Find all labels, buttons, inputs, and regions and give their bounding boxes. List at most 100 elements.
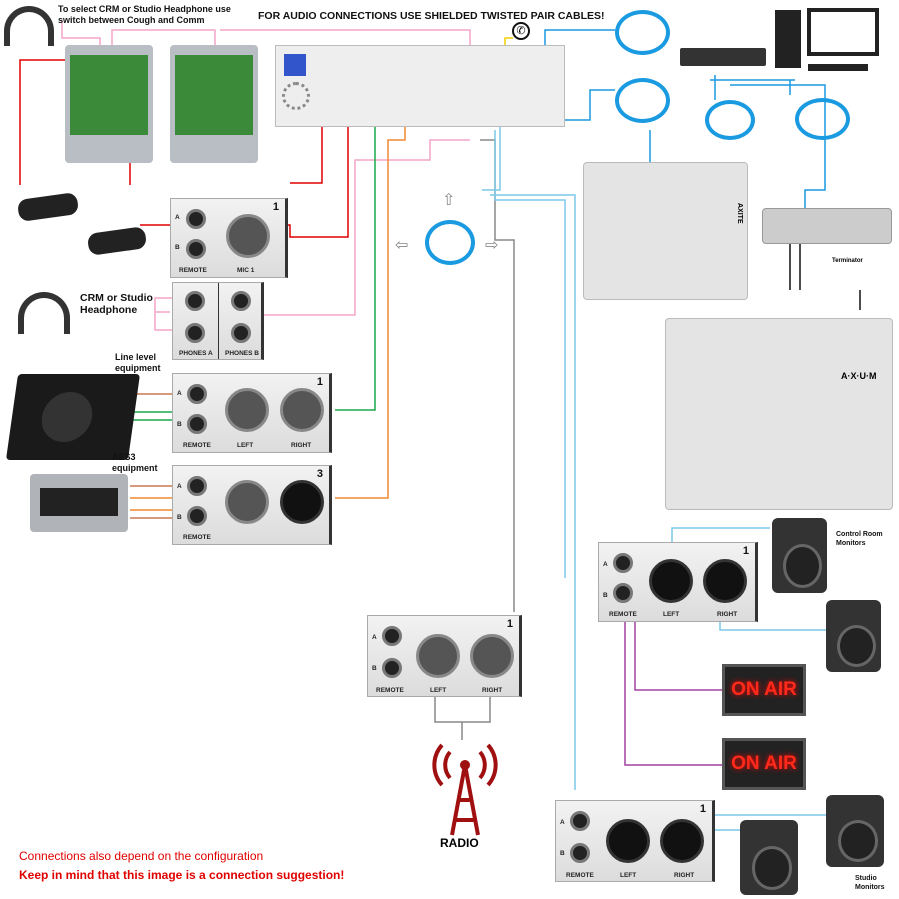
on-air-sign: ON AIR <box>722 738 806 790</box>
xlr-left <box>416 634 460 678</box>
radio-output-panel: 1 A B REMOTE LEFT RIGHT <box>367 615 522 697</box>
jack-a <box>570 811 590 831</box>
axum-link-cable <box>789 240 861 310</box>
xlr-right <box>703 559 747 603</box>
right-label: RIGHT <box>674 872 695 879</box>
headphone-icon <box>18 292 70 334</box>
port-a-label: A <box>560 819 565 826</box>
phones-b-label: PHONES B <box>225 350 259 357</box>
control-room-monitors-label: Control Room Monitors <box>836 531 883 547</box>
speaker-icon <box>826 795 884 867</box>
port-b-label: B <box>177 514 182 521</box>
pc-tower-icon <box>775 10 801 68</box>
axum-surface: A·X·U·M <box>665 318 893 510</box>
aes3-device <box>30 474 128 532</box>
radio-tower-icon <box>432 743 498 836</box>
axite-label: AXITE <box>736 203 743 224</box>
jack-a <box>186 209 206 229</box>
line-input-panel: 1 A B REMOTE LEFT RIGHT <box>172 373 332 453</box>
cd-player <box>5 374 141 460</box>
panel-number: 1 <box>506 618 513 630</box>
remote-label: REMOTE <box>183 534 211 541</box>
on-air-sign: ON AIR <box>722 664 806 716</box>
cable-warning: FOR AUDIO CONNECTIONS USE SHIELDED TWIST… <box>258 10 605 22</box>
jack-a <box>613 553 633 573</box>
panel-number: 1 <box>316 376 323 388</box>
headphone-icon <box>4 6 54 46</box>
jack-b <box>613 583 633 603</box>
axum-label: A·X·U·M <box>841 371 877 381</box>
phones-panel: PHONES A PHONES B <box>172 282 264 360</box>
port-b-label: B <box>560 850 565 857</box>
port-b-label: B <box>603 592 608 599</box>
power-module-icon <box>284 54 306 76</box>
studio-monitors-label: Studio Monitors <box>855 875 885 891</box>
engine-unit <box>762 208 892 244</box>
xlr-right <box>660 819 704 863</box>
axite-surface: AXITE <box>583 162 748 300</box>
panel-number: 1 <box>272 201 279 213</box>
jack-b <box>187 506 207 526</box>
radio-cable <box>434 139 515 740</box>
network-cable-icon <box>615 78 670 123</box>
xlr-connector <box>226 214 270 258</box>
keyboard-icon <box>808 64 868 71</box>
phones-a-jack <box>185 291 205 311</box>
left-label: LEFT <box>237 442 254 449</box>
port-a-label: A <box>175 214 180 221</box>
xlr-input <box>225 480 269 524</box>
config-note: Connections also depend on the configura… <box>19 849 264 863</box>
speaker-icon <box>772 518 827 593</box>
xlr-left <box>225 388 269 432</box>
port-a-label: A <box>177 483 182 490</box>
cough-comm-box-1 <box>65 45 153 163</box>
right-label: RIGHT <box>291 442 312 449</box>
left-label: LEFT <box>663 611 680 618</box>
arrow-right-icon: ⇨ <box>485 237 499 254</box>
port-a-label: A <box>372 634 377 641</box>
panel-number: 1 <box>742 545 749 557</box>
arrow-up-icon: ⇧ <box>442 192 456 209</box>
xlr-left <box>606 819 650 863</box>
jack-a <box>187 384 207 404</box>
jack-a <box>187 476 207 496</box>
jack-b <box>570 843 590 863</box>
network-cable-icon <box>795 98 850 140</box>
xlr-output <box>280 480 324 524</box>
monitor-cable <box>482 99 830 831</box>
cough-comm-box-2 <box>170 45 258 163</box>
network-cable-icon <box>615 10 670 55</box>
left-label: LEFT <box>430 687 447 694</box>
mic-panel: 1 A B REMOTE MIC 1 <box>170 198 288 278</box>
headphone-cable <box>61 20 471 331</box>
aes-input-panel: 3 A B REMOTE <box>172 465 332 545</box>
axum-rack <box>275 45 565 127</box>
left-label: LEFT <box>620 872 637 879</box>
network-switch <box>680 48 766 66</box>
panel-number: 1 <box>699 803 706 815</box>
aes3-label: AES3 equipment <box>112 452 158 473</box>
monitor-icon <box>807 8 879 56</box>
mic-cable <box>19 59 349 238</box>
remote-label: REMOTE <box>566 872 594 879</box>
port-b-label: B <box>177 421 182 428</box>
xlr-left <box>649 559 693 603</box>
terminator-label: Terminator <box>832 258 863 264</box>
port-a-label: A <box>177 390 182 397</box>
jack-b <box>186 239 206 259</box>
suggestion-note: Keep in mind that this image is a connec… <box>19 868 345 882</box>
speaker-icon <box>826 600 881 672</box>
network-cable-icon <box>705 100 755 140</box>
network-cable-icon <box>425 220 475 265</box>
panel-number: 3 <box>316 468 323 480</box>
xlr-right <box>280 388 324 432</box>
phones-b-jack <box>231 291 251 311</box>
line-level-label: Line level equipment <box>115 352 161 373</box>
arrow-left-icon: ⇦ <box>395 237 409 254</box>
jack-a <box>382 626 402 646</box>
mic-label: MIC 1 <box>237 267 255 274</box>
studio-output-panel: 1 A B REMOTE LEFT RIGHT <box>555 800 715 882</box>
control-room-output-panel: 1 A B REMOTE LEFT RIGHT <box>598 542 758 622</box>
port-b-label: B <box>372 665 377 672</box>
phones-b-jack <box>231 323 251 343</box>
